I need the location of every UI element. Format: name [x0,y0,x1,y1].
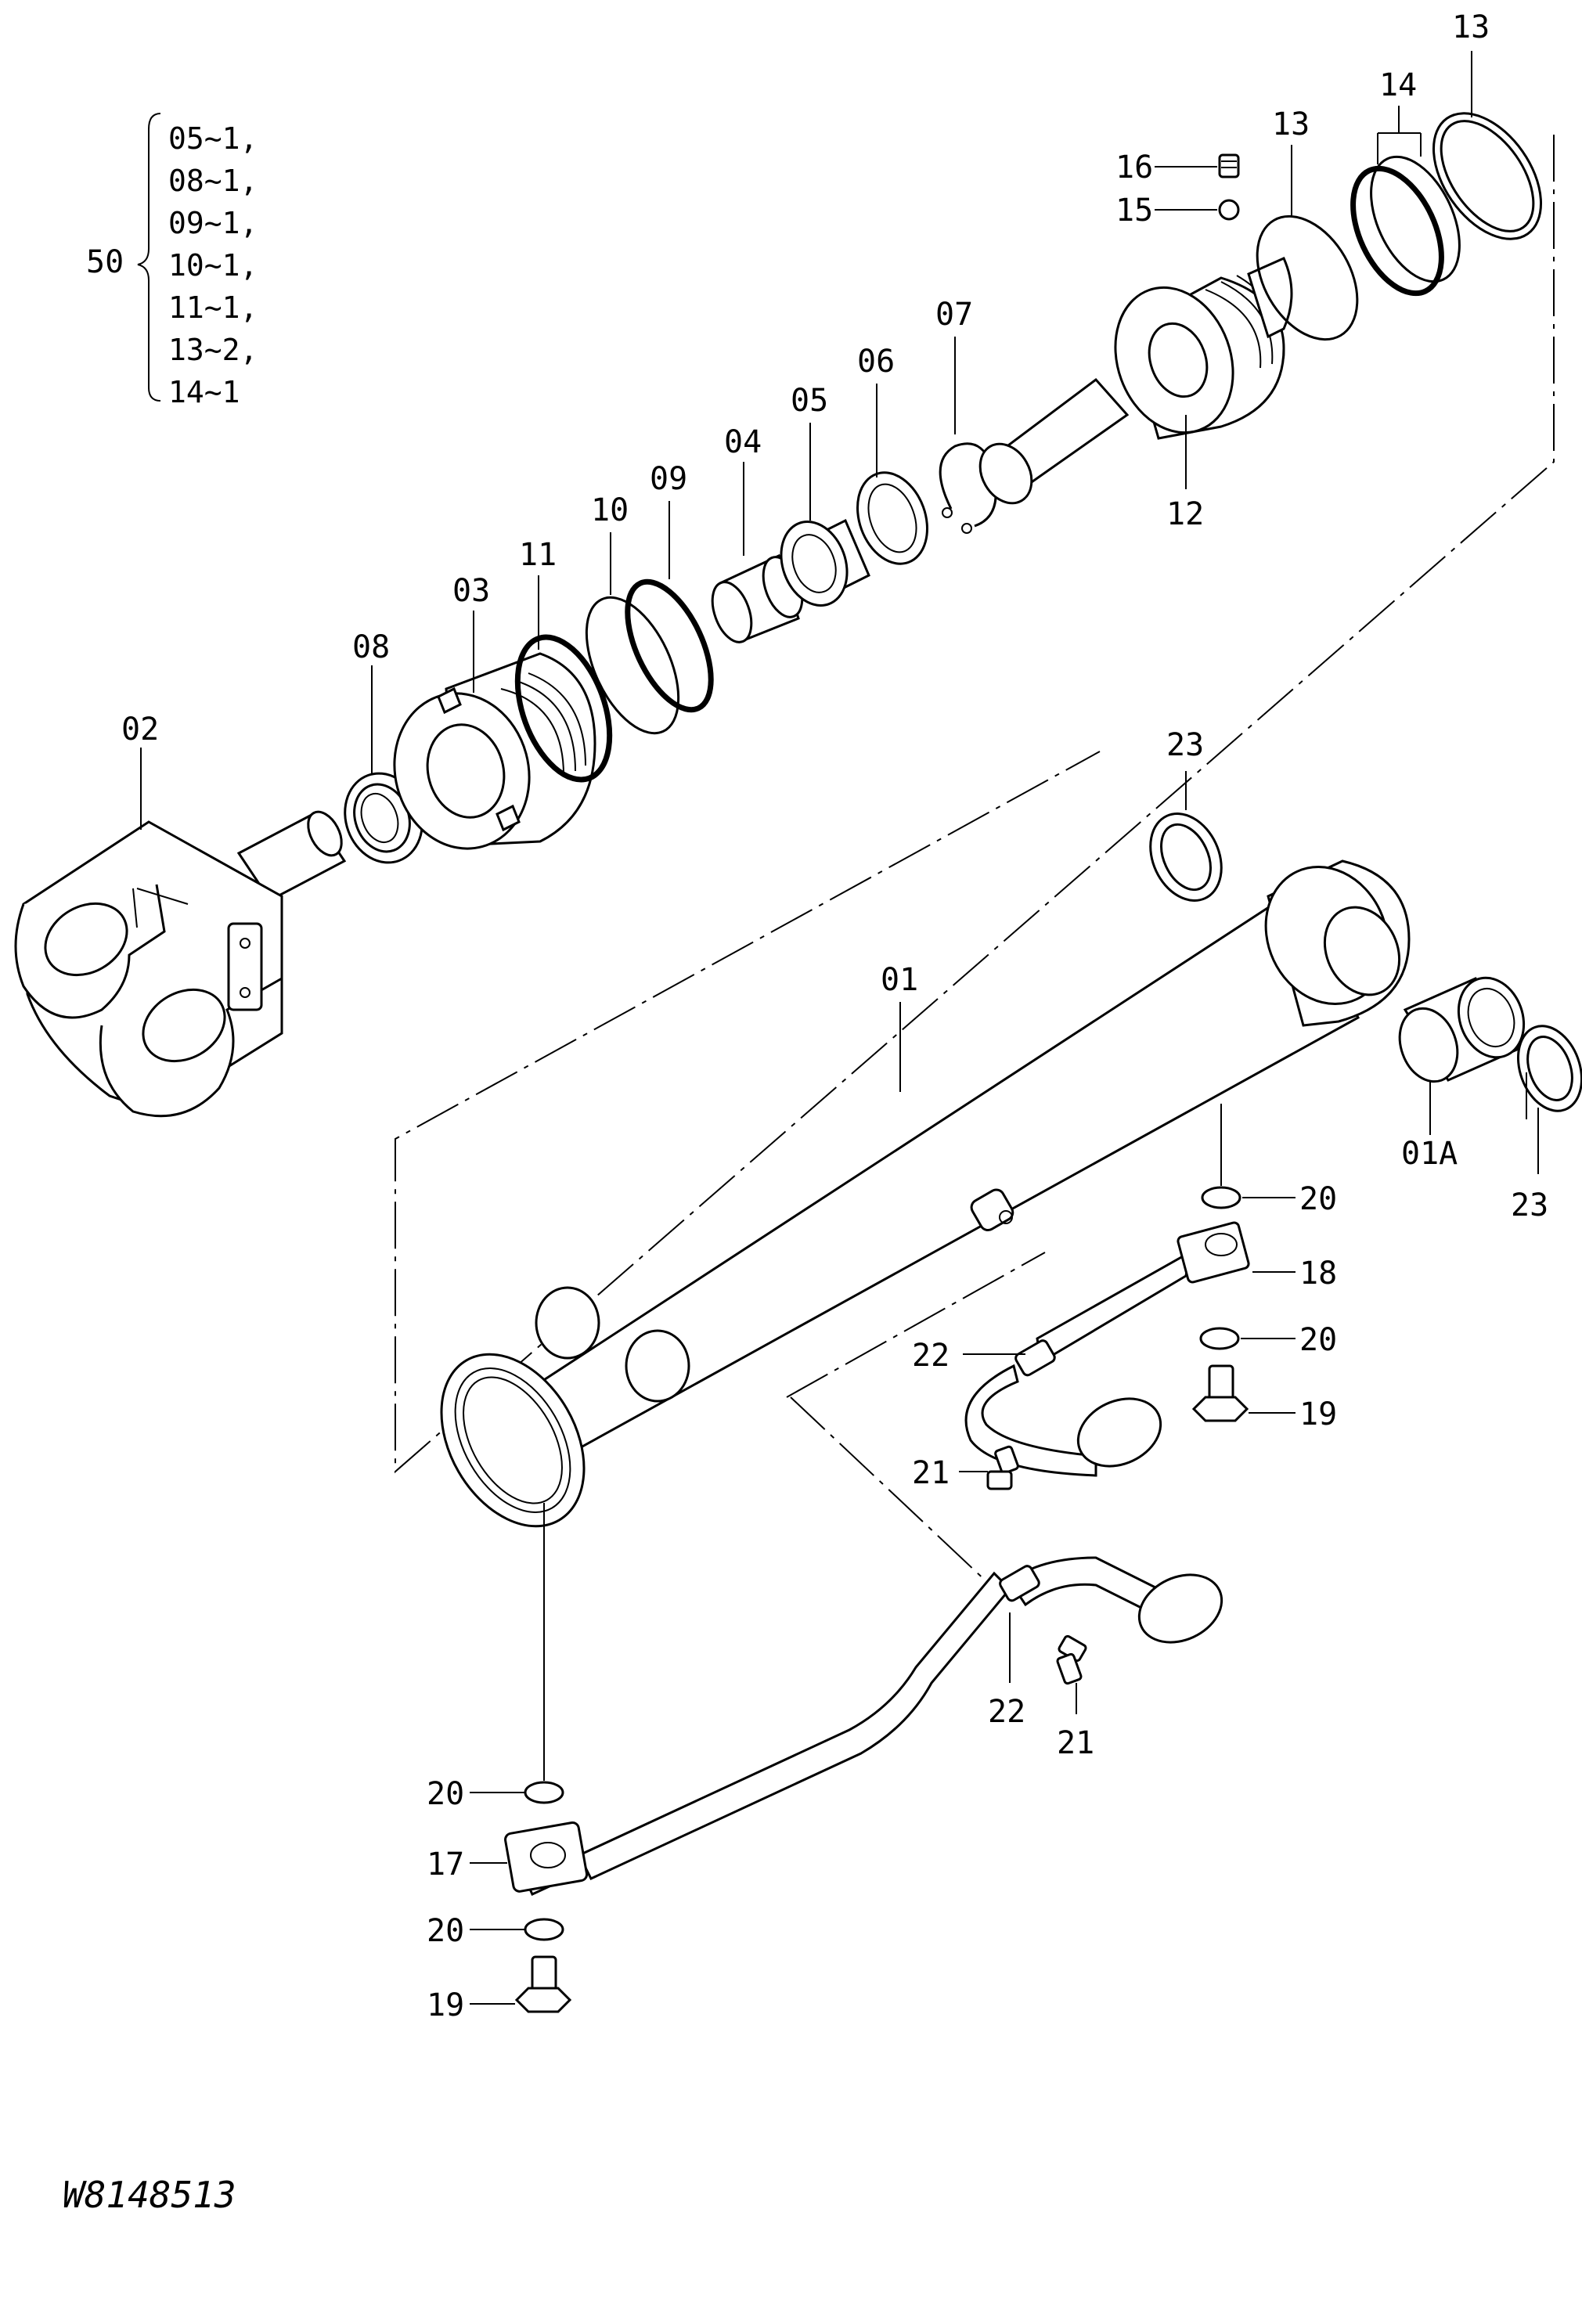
part-06-washer [856,471,928,565]
label-08: 08 [352,629,390,665]
label-01: 01 [881,962,918,998]
label-22-a: 22 [912,1338,950,1374]
kit-brace [137,113,161,402]
kit-item: 11~1, [168,290,258,325]
part-13-ring-inner [1256,214,1359,341]
part-20-orings [524,1186,1241,1941]
label-19-a: 19 [1299,1396,1337,1432]
part-labels: 02 08 03 11 10 09 04 05 06 07 12 13 14 1… [121,9,1548,2023]
part-12-piston [978,257,1293,505]
part-pipe-long [504,1556,1223,1896]
label-02: 02 [121,712,159,748]
part-09-ring [625,578,714,713]
part-19-bolts [514,1364,1249,2013]
label-23-upper: 23 [1166,727,1204,763]
label-09: 09 [650,461,687,497]
part-15-ball [1218,199,1240,221]
part-03-gland [393,652,596,850]
label-23-lower: 23 [1511,1187,1548,1223]
kit-item: 13~2, [168,333,258,367]
part-07-snapring [939,442,997,534]
kit-item: 10~1, [168,248,258,283]
label-13-inner: 13 [1272,106,1310,142]
assembly-outline [395,135,1555,1586]
label-15: 15 [1115,193,1153,229]
label-21-b: 21 [1057,1725,1094,1761]
part-05-ring [780,518,870,607]
label-20-b: 20 [1299,1322,1337,1358]
label-16: 16 [1115,150,1153,186]
part-23-seal [1149,812,1582,1112]
label-07: 07 [935,297,973,333]
label-20-c: 20 [427,1776,464,1812]
label-22-b: 22 [988,1694,1025,1730]
part-01-tube [440,859,1411,1528]
kit-item: 05~1, [168,121,258,156]
piston-rod [14,810,347,1118]
label-11: 11 [519,537,557,573]
kit-item: 08~1, [168,164,258,198]
kit-list: 50 05~1, 08~1, 09~1, 10~1, 11~1, 13~2, 1… [86,113,258,409]
part-13-ring-outer [1432,112,1543,240]
label-13-outer: 13 [1452,9,1490,45]
label-03: 03 [452,573,490,609]
label-14: 14 [1379,67,1417,103]
label-10: 10 [591,492,629,528]
part-14-ring [1350,155,1461,297]
kit-number: 50 [86,244,124,280]
label-18: 18 [1299,1256,1337,1292]
leader-lines [140,51,1539,2005]
figure-code: W8148513 [63,2174,236,2216]
part-01a-bushing [1398,976,1526,1083]
label-19-b: 19 [427,1987,464,2023]
part-16-setscrew [1218,153,1240,178]
part-10-ring [585,596,680,735]
label-04: 04 [724,424,762,460]
label-06: 06 [857,344,895,380]
label-20-a: 20 [1299,1181,1337,1217]
label-12: 12 [1166,496,1204,532]
part-pipe-short [964,1221,1250,1477]
kit-item: 09~1, [168,206,258,240]
label-01a: 01A [1401,1136,1458,1172]
kit-item: 14~1 [168,375,240,409]
label-17: 17 [427,1847,464,1883]
part-21-bolts [986,1445,1087,1685]
label-20-d: 20 [427,1913,464,1949]
label-05: 05 [791,383,828,419]
label-21-a: 21 [912,1455,950,1491]
